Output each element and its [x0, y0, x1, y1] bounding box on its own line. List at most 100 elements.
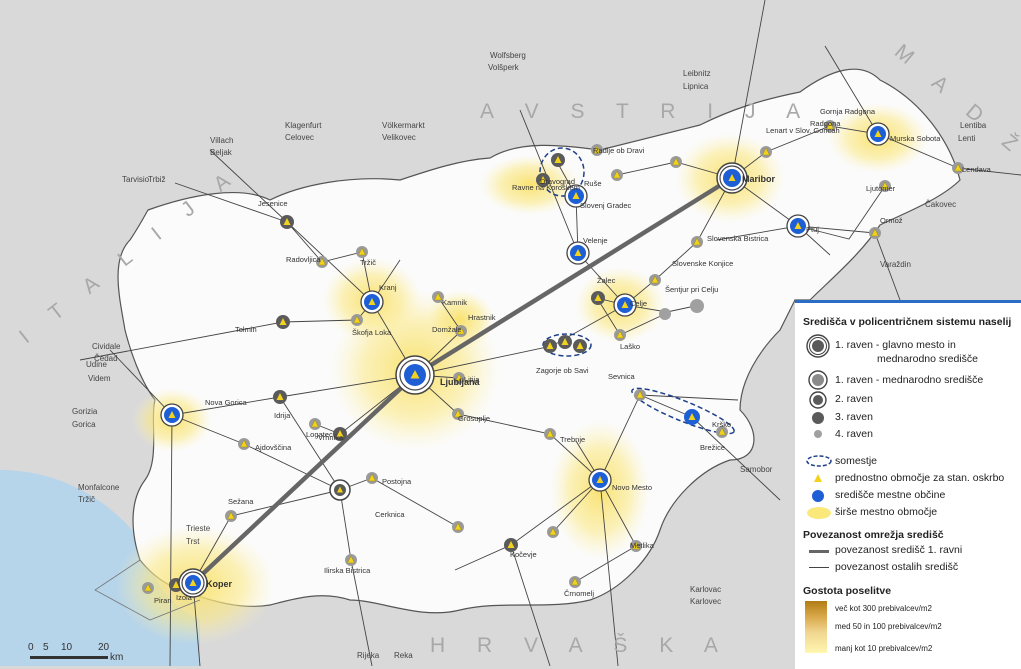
place-label: Kranj [379, 283, 397, 292]
place-label: Lendava [962, 165, 992, 174]
place-label: Ljubljana [440, 377, 480, 387]
place-label: Dravograd [540, 177, 575, 186]
place-label: Ravne na Koroškem [512, 183, 580, 192]
place-label: Celovec [285, 133, 314, 142]
place-label: Udine [86, 360, 107, 369]
place-label: Postojna [382, 477, 412, 486]
place-label: Ilirska Bistrica [324, 566, 371, 575]
scale-tick-20: 20 [98, 642, 110, 653]
legend-symbol-lvl1-int [808, 370, 828, 390]
national-border [94, 559, 201, 621]
legend-prednostno: prednostno območje za stan. oskrbo [835, 472, 1005, 484]
place-label: Krško [712, 420, 731, 429]
place-label: Tržič [78, 495, 95, 504]
place-label: Tolmin [235, 325, 257, 334]
legend-symbol-lvl3 [812, 412, 824, 424]
scale-tick-10: 10 [61, 642, 73, 653]
legend-dens2: med 50 in 100 prebivalcev/m2 [835, 622, 942, 631]
legend-con2: povezanost ostalih središč [835, 561, 959, 573]
place-label: Jesenice [258, 199, 288, 208]
place-label: Maribor [742, 174, 776, 184]
scale-tick-0: 0 [28, 642, 34, 653]
place-label: Volšperk [488, 63, 520, 72]
place-label: Villach [210, 136, 233, 145]
place-label: Lenti [958, 134, 976, 143]
legend-lvl1-main-a: 1. raven - glavno mesto in [835, 339, 956, 351]
legend-symbol-somestje [806, 455, 832, 467]
place-label: Trst [186, 537, 200, 546]
place-label: Ormož [880, 216, 903, 225]
place-label: Klagenfurt [285, 121, 322, 130]
place-label: Velikovec [382, 133, 416, 142]
country-label-hrvaska: H R V A Š K A [430, 634, 731, 657]
legend-symbol-priority [814, 474, 822, 482]
legend-somestje: somestje [835, 455, 878, 467]
legend-symbol-lvl4 [814, 430, 822, 438]
place-label: Gornja Radgona [820, 107, 876, 116]
place-label: Piran [154, 596, 172, 605]
place-label: Trebnje [560, 435, 585, 444]
legend-symbol-lvl2 [809, 391, 827, 409]
legend-lvl2: 2. raven [835, 393, 873, 405]
place-label: Idrija [274, 411, 291, 420]
place-label: Čedad [94, 354, 118, 363]
place-label: Lentiba [960, 121, 987, 130]
legend-lvl1-int: 1. raven - mednarodno središče [835, 374, 984, 386]
place-label: Videm [88, 374, 111, 383]
place-label: Lenart v Slov. Goricah [766, 126, 840, 135]
level4-centres [659, 299, 704, 320]
place-label: Zagorje ob Savi [536, 366, 589, 375]
place-label: Leibnitz [683, 69, 711, 78]
place-label: Sežana [228, 497, 254, 506]
place-label: Radovljica [286, 255, 321, 264]
place-label: Radgona [810, 119, 841, 128]
place-label: Hrastnik [468, 313, 496, 322]
place-label: Karlovec [690, 597, 721, 606]
place-label: Beljak [210, 148, 233, 157]
place-label: Gorica [72, 420, 96, 429]
place-label: Rijeka [357, 651, 380, 660]
place-label: Vrhnika [318, 433, 344, 442]
place-label: Nova Gorica [205, 398, 248, 407]
legend-symbol-lvl1-main [806, 334, 830, 358]
place-label: Litija [464, 375, 480, 384]
place-label: Sevnica [608, 372, 636, 381]
place-label: Varaždin [880, 260, 911, 269]
place-label: Celje [630, 299, 647, 308]
place-label: Šentjur pri Celju [665, 285, 718, 294]
legend-sirse: širše mestno območje [835, 506, 938, 518]
scale-tick-5: 5 [43, 642, 49, 653]
place-label: Cerknica [375, 510, 405, 519]
place-label: Kamnik [442, 298, 467, 307]
place-label: Črnomelj [564, 589, 594, 598]
scale-bar-graphic [30, 656, 108, 659]
legend-symbol-thin-link [809, 567, 829, 568]
place-label: Völkermarkt [382, 121, 425, 130]
place-label: Wolfsberg [490, 51, 526, 60]
place-label: Trbiž [148, 175, 165, 184]
municipality-centres [160, 122, 890, 598]
place-label: Čakovec [925, 200, 956, 209]
legend-lvl1-main-b: mednarodno središče [877, 353, 978, 365]
legend-title-network: Povezanost omrežja središč [803, 529, 944, 541]
place-label: Grosuplje [458, 414, 490, 423]
place-label: Tarvisio [122, 175, 150, 184]
legend-symbol-municipality [812, 490, 824, 502]
place-label: Samobor [740, 465, 773, 474]
place-label: Radlje ob Dravi [593, 146, 645, 155]
legend-symbol-urban [807, 507, 831, 519]
place-label: Ptuj [806, 225, 819, 234]
place-label: Cividale [92, 342, 121, 351]
place-label: Reka [394, 651, 413, 660]
place-label: Škofja Loka [352, 328, 392, 337]
place-label: Slovenska Bistrica [707, 234, 769, 243]
place-label: Velenje [583, 236, 608, 245]
place-label: Ruše [584, 179, 602, 188]
legend-con1: povezanost središč 1. ravni [835, 544, 963, 556]
place-label: Murska Sobota [890, 134, 941, 143]
legend-sredisce: središče mestne občine [835, 489, 946, 501]
somestje-outlines [539, 147, 735, 435]
place-label: Koper [206, 579, 233, 589]
place-label: Gorizia [72, 407, 98, 416]
